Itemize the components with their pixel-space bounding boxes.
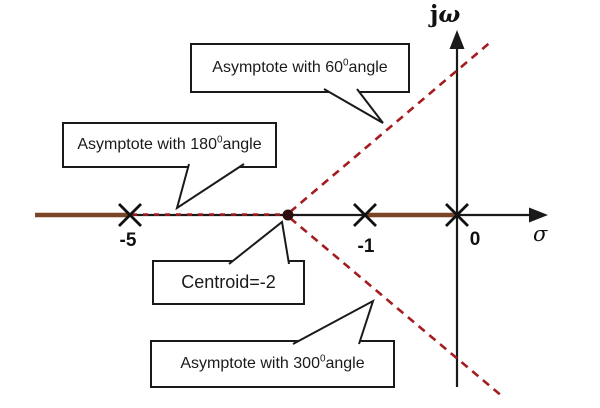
sigma-axis-label: σ bbox=[533, 222, 548, 246]
jw-axis-label: jω bbox=[430, 1, 460, 28]
asymptote-60-line bbox=[289, 39, 494, 213]
sigma-axis-arrowhead-icon bbox=[529, 207, 548, 223]
callout-centroid: Centroid=-2 bbox=[152, 260, 305, 305]
callout-asymptote-180: Asymptote with 1800angle bbox=[62, 122, 277, 168]
centroid-dot bbox=[282, 209, 294, 221]
pole-marker-minus1-icon bbox=[353, 203, 377, 227]
pole-label-minus1: -1 bbox=[357, 236, 375, 257]
asymptote-300-line bbox=[289, 217, 504, 398]
callout-asymptote-180-text: Asymptote with 1800angle bbox=[77, 134, 262, 153]
jw-axis-label-omega: ω bbox=[438, 1, 461, 28]
callout-asymptote-60-text: Asymptote with 600angle bbox=[212, 57, 388, 76]
pole-label-0: 0 bbox=[469, 229, 481, 250]
callout-centroid-text: Centroid=-2 bbox=[181, 272, 276, 292]
jw-axis-label-j: j bbox=[430, 1, 439, 28]
callout-asymptote-60: Asymptote with 600angle bbox=[190, 43, 410, 93]
callout-asymptote-300: Asymptote with 3000angle bbox=[150, 340, 395, 388]
pole-marker-0-icon bbox=[445, 203, 469, 227]
pole-marker-minus5-icon bbox=[118, 203, 142, 227]
jw-axis-arrowhead-icon bbox=[449, 30, 465, 49]
callout-asymptote-300-text: Asymptote with 3000angle bbox=[180, 353, 365, 372]
pole-label-minus5: -5 bbox=[119, 230, 137, 251]
